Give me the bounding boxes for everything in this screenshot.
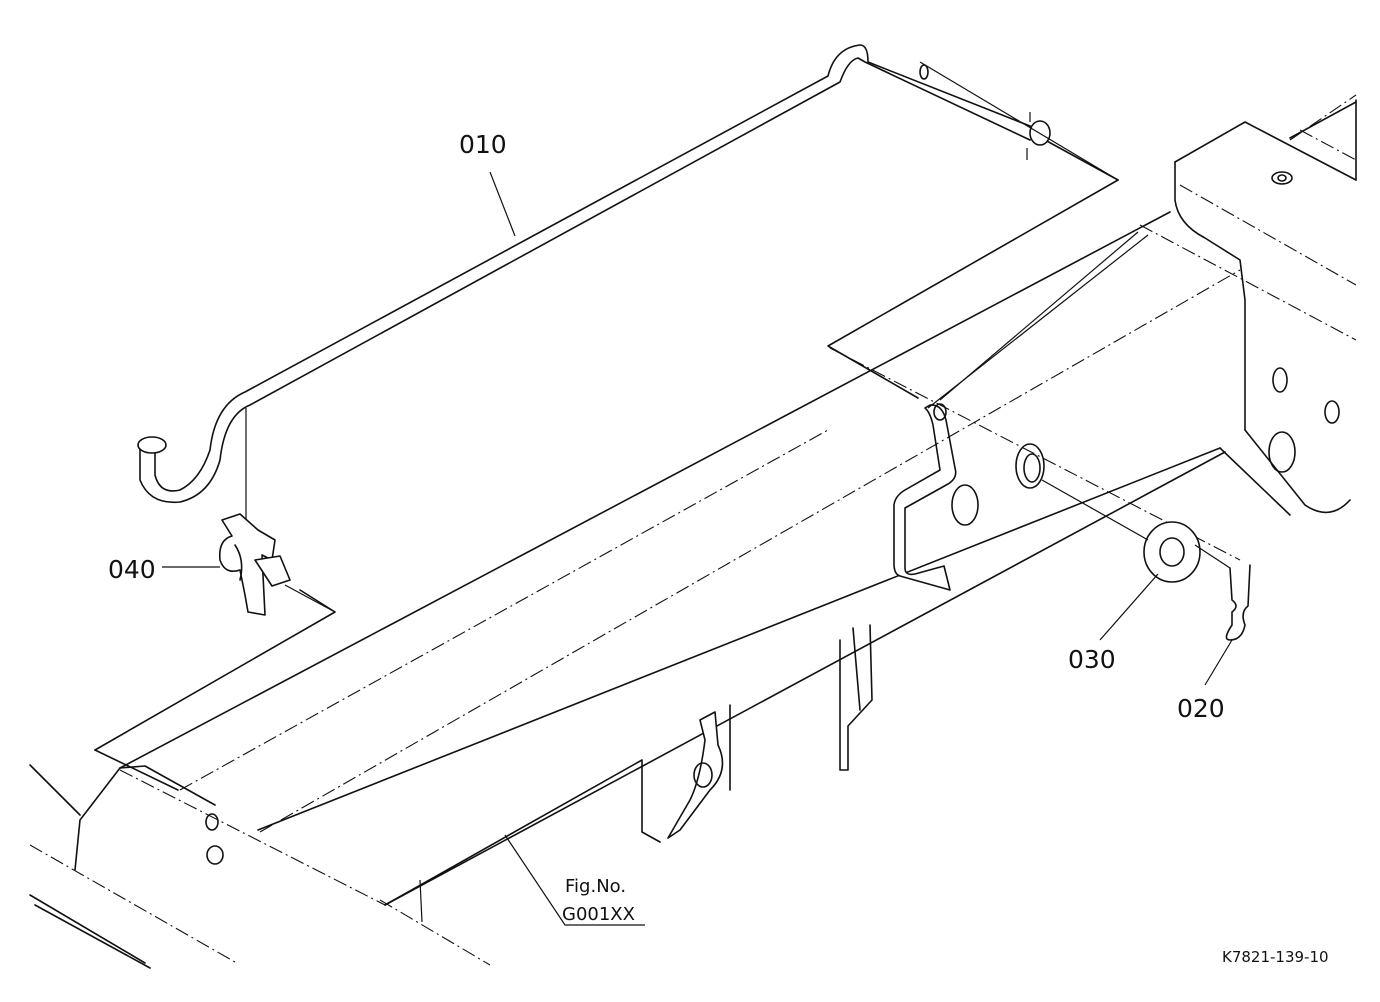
label-030: 030 bbox=[1068, 645, 1116, 674]
label-020: 020 bbox=[1177, 694, 1225, 723]
frame-beam bbox=[29, 94, 1357, 969]
label-010: 010 bbox=[459, 130, 507, 159]
clamp-part-040 bbox=[218, 408, 336, 616]
label-040: 040 bbox=[108, 555, 156, 584]
figure-ref-line1: Fig.No. bbox=[565, 876, 626, 897]
rod-part-010 bbox=[137, 44, 1149, 504]
washer-part-030 bbox=[1041, 479, 1201, 583]
pin-part-020 bbox=[1194, 544, 1251, 641]
figure-ref-line2: G001XX bbox=[562, 904, 635, 925]
leader-lines bbox=[162, 171, 1233, 926]
drawing-code: K7821-139-10 bbox=[1222, 948, 1329, 966]
